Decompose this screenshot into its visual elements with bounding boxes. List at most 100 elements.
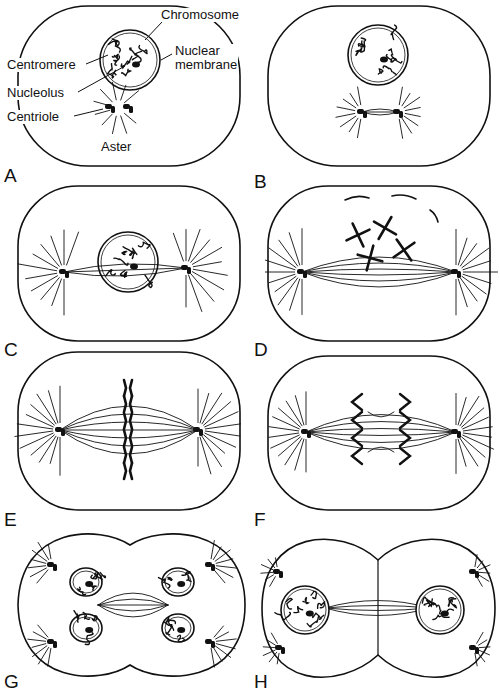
chromatin xyxy=(78,587,86,594)
aster-ray xyxy=(285,438,302,465)
aster-ray xyxy=(479,646,490,648)
cleavage-furrow xyxy=(377,560,378,655)
aster-ray xyxy=(192,247,222,264)
nuclear-membrane xyxy=(98,232,158,292)
aster-ray xyxy=(340,116,356,127)
chromatin xyxy=(166,616,175,623)
spindle-fiber xyxy=(325,601,430,609)
spindle-fiber xyxy=(60,430,198,431)
aster-ray xyxy=(261,564,273,570)
centriole xyxy=(211,564,215,571)
chromosome xyxy=(130,430,132,446)
chromosome xyxy=(124,463,126,479)
chromatin xyxy=(145,275,152,287)
centriole xyxy=(65,271,69,278)
aster-ray xyxy=(124,90,139,102)
nucleolus xyxy=(306,611,314,617)
aster-ray xyxy=(60,386,61,423)
chromatin xyxy=(139,46,147,54)
aster-ray xyxy=(268,433,299,437)
centriole xyxy=(297,269,304,274)
aster-ray xyxy=(64,279,65,315)
aster-ray xyxy=(475,554,477,567)
panel-letter: G xyxy=(4,672,19,692)
aster-ray xyxy=(190,273,214,301)
spindle-fiber xyxy=(325,608,430,611)
nucleolus xyxy=(177,581,185,587)
nuclear-membrane xyxy=(416,586,464,634)
part-label: Aster xyxy=(100,140,132,154)
aster-ray xyxy=(399,87,402,105)
aster-ray xyxy=(456,279,457,315)
spindle-fiber xyxy=(98,605,168,617)
centriole xyxy=(53,641,57,648)
chromatin xyxy=(383,66,396,75)
aster-ray xyxy=(41,277,60,299)
aster-ray xyxy=(173,233,183,262)
aster-ray xyxy=(186,229,187,261)
aster-ray xyxy=(460,396,479,426)
centriole xyxy=(53,564,57,571)
aster-ray xyxy=(60,437,61,476)
nucleolus xyxy=(130,264,138,270)
aster-ray xyxy=(124,113,136,123)
panel-letter: C xyxy=(4,340,18,360)
aster-ray xyxy=(28,566,46,568)
chromatin xyxy=(108,41,120,52)
aster-ray xyxy=(198,437,199,466)
aster-ray xyxy=(456,393,457,425)
centriole xyxy=(451,429,458,434)
panel-letter: E xyxy=(4,510,17,530)
aster-ray xyxy=(100,89,112,102)
aster-ray xyxy=(215,632,229,639)
aster-ray xyxy=(357,119,360,138)
nuclear-membrane xyxy=(103,33,157,87)
aster-ray xyxy=(260,572,273,574)
spindle-fiber xyxy=(306,432,456,436)
chromatin xyxy=(182,572,190,576)
aster-ray xyxy=(215,550,231,562)
spindle-fiber xyxy=(64,264,186,272)
centriole xyxy=(47,562,54,567)
chromatin xyxy=(391,25,396,40)
chromatin xyxy=(114,56,120,65)
aster-ray xyxy=(211,540,214,559)
aster-ray xyxy=(30,568,47,577)
centriole xyxy=(357,109,364,114)
chromosome xyxy=(374,222,385,239)
chromatin xyxy=(178,635,185,642)
aster-ray xyxy=(50,437,58,464)
leader-line xyxy=(161,54,172,60)
aster-ray xyxy=(478,640,487,646)
aster-ray xyxy=(461,437,485,458)
chromosome xyxy=(124,413,126,429)
chromosome xyxy=(394,240,404,258)
aster-ray xyxy=(37,570,49,584)
chromatin xyxy=(130,248,137,255)
chromosome xyxy=(400,430,410,446)
aster-ray xyxy=(475,653,477,666)
cell-membrane xyxy=(262,539,495,677)
chromatin xyxy=(378,69,383,74)
spindle-fiber xyxy=(368,447,394,452)
aster-ray xyxy=(265,575,274,580)
aster-ray xyxy=(458,279,467,307)
aster-ray xyxy=(270,576,276,586)
aster-ray xyxy=(268,559,275,568)
nuclear-membrane xyxy=(419,589,461,631)
centriole xyxy=(181,265,188,270)
aster-ray xyxy=(336,113,356,117)
aster-ray xyxy=(269,427,300,431)
aster-ray xyxy=(31,559,46,563)
centriole xyxy=(451,269,458,274)
chromosome xyxy=(352,412,362,428)
chromatin xyxy=(74,611,79,623)
nuclear-membrane xyxy=(162,568,194,596)
cell-membrane xyxy=(268,186,490,341)
panel-letter: D xyxy=(254,340,268,360)
centriole xyxy=(457,431,461,438)
spindle-fiber xyxy=(302,269,456,272)
aster-ray xyxy=(404,97,420,108)
aster-ray xyxy=(402,118,412,133)
cell-membrane xyxy=(268,356,490,510)
